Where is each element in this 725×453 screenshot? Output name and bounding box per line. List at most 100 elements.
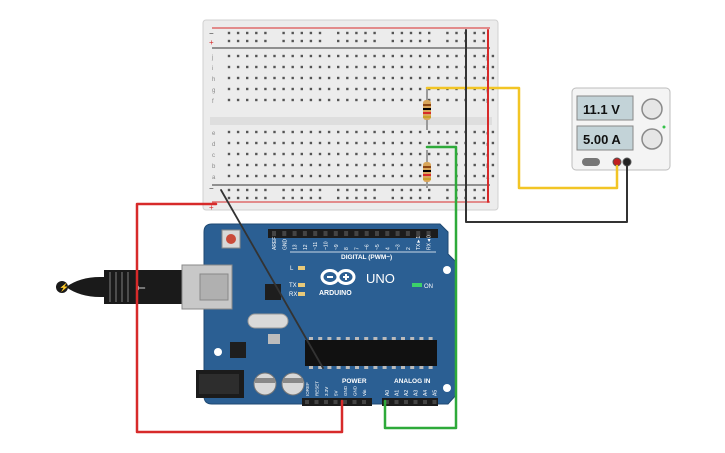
header-pin[interactable] bbox=[405, 231, 410, 236]
power-supply[interactable]: 11.1 V 5.00 A bbox=[571, 87, 671, 171]
header-pin[interactable] bbox=[413, 400, 418, 404]
breadboard-hole bbox=[309, 54, 313, 58]
header-pin[interactable] bbox=[323, 231, 328, 236]
breadboard-hole bbox=[300, 174, 303, 178]
header-pin[interactable] bbox=[343, 400, 347, 404]
breadboard-hole bbox=[291, 87, 294, 91]
breadboard-hole bbox=[473, 65, 476, 69]
breadboard-hole bbox=[291, 152, 294, 156]
breadboard-hole bbox=[337, 39, 340, 43]
breadboard-hole bbox=[473, 196, 476, 200]
capacitor-right bbox=[281, 372, 305, 396]
header-pin[interactable] bbox=[385, 400, 389, 404]
breadboard-hole bbox=[309, 188, 313, 192]
led-tx bbox=[298, 283, 305, 287]
current-knob[interactable] bbox=[641, 128, 663, 150]
breadboard-hole bbox=[482, 65, 485, 69]
breadboard-hole bbox=[255, 196, 258, 200]
header-pin[interactable] bbox=[354, 231, 359, 236]
breadboard-hole bbox=[418, 174, 422, 178]
header-pin[interactable] bbox=[362, 400, 366, 404]
header-pin[interactable] bbox=[305, 400, 309, 404]
wire-red[interactable] bbox=[135, 202, 344, 434]
breadboard-hole bbox=[473, 130, 476, 134]
breadboard-hole bbox=[282, 39, 285, 43]
row-letter: f bbox=[212, 99, 214, 105]
breadboard-hole bbox=[318, 196, 322, 200]
resistor-bottom[interactable] bbox=[423, 150, 431, 188]
chip-pin bbox=[419, 337, 424, 340]
header-pin[interactable] bbox=[313, 231, 318, 236]
breadboard-hole bbox=[337, 76, 340, 80]
header-pin[interactable] bbox=[344, 231, 349, 236]
chip-pin bbox=[410, 366, 415, 369]
wire-black-psu[interactable] bbox=[465, 165, 628, 223]
header-pin[interactable] bbox=[432, 400, 437, 404]
header-pin[interactable] bbox=[404, 400, 408, 404]
row-letter: j bbox=[211, 55, 213, 61]
breadboard-holes[interactable] bbox=[227, 31, 495, 200]
breadboard-hole bbox=[437, 54, 440, 58]
header-pin[interactable] bbox=[333, 231, 338, 236]
header-pin[interactable] bbox=[426, 231, 431, 236]
analog-header-label: ANALOG IN bbox=[394, 378, 431, 385]
wire-green[interactable] bbox=[383, 145, 458, 430]
breadboard-hole bbox=[327, 130, 331, 134]
header-pin[interactable] bbox=[394, 400, 399, 404]
header-pin[interactable] bbox=[302, 231, 307, 236]
breadboard-hole bbox=[327, 65, 331, 69]
breadboard-hole bbox=[282, 87, 285, 91]
breadboard-hole bbox=[318, 54, 322, 58]
arduino-infinity-logo bbox=[320, 269, 356, 285]
header-pin[interactable] bbox=[416, 231, 421, 236]
breadboard-hole bbox=[391, 174, 394, 178]
power-pin-label: Vin bbox=[362, 389, 367, 396]
breadboard-hole bbox=[255, 76, 258, 80]
header-pin[interactable] bbox=[423, 400, 427, 404]
resistor-top[interactable] bbox=[423, 88, 431, 130]
breadboard-hole bbox=[355, 163, 358, 167]
breadboard-hole bbox=[227, 54, 231, 58]
header-pin[interactable] bbox=[272, 231, 276, 236]
breadboard-hole bbox=[437, 65, 440, 69]
usb-cable[interactable]: ⭠ ⚡ bbox=[56, 264, 233, 310]
negative-terminal[interactable] bbox=[622, 157, 632, 167]
header-pin[interactable] bbox=[282, 231, 287, 236]
breadboard-hole bbox=[264, 188, 267, 192]
breadboard-hole bbox=[364, 76, 367, 80]
header-pin[interactable] bbox=[364, 231, 369, 236]
header-pin[interactable] bbox=[314, 400, 319, 404]
power-switch[interactable] bbox=[582, 158, 600, 166]
breadboard-hole bbox=[355, 188, 358, 192]
breadboard-hole bbox=[236, 188, 240, 192]
chip-pin bbox=[373, 337, 378, 340]
header-pin[interactable] bbox=[333, 400, 338, 404]
mounting-hole bbox=[214, 348, 222, 356]
header-pin[interactable] bbox=[385, 231, 390, 236]
breadboard-hole bbox=[491, 98, 495, 102]
voltage-knob[interactable] bbox=[641, 98, 663, 120]
digital-header[interactable] bbox=[268, 229, 438, 238]
header-pin[interactable] bbox=[375, 231, 379, 236]
breadboard-hole bbox=[236, 152, 240, 156]
power-pin-label: IOREF bbox=[305, 382, 310, 396]
header-pin[interactable] bbox=[324, 400, 328, 404]
breadboard-hole bbox=[364, 31, 367, 35]
header-pin[interactable] bbox=[395, 231, 400, 236]
breadboard-hole bbox=[400, 141, 404, 145]
usb-plug[interactable] bbox=[104, 270, 182, 304]
breadboard-hole bbox=[291, 76, 294, 80]
breadboard-hole bbox=[355, 65, 358, 69]
breadboard-hole bbox=[400, 196, 404, 200]
header-pin[interactable] bbox=[352, 400, 357, 404]
wire-black-gnd[interactable] bbox=[220, 189, 324, 369]
analog-header[interactable] bbox=[382, 398, 438, 406]
header-pin[interactable] bbox=[292, 231, 297, 236]
breadboard-hole bbox=[309, 76, 313, 80]
breadboard-hole bbox=[309, 31, 313, 35]
breadboard-hole bbox=[282, 98, 285, 102]
breadboard-hole bbox=[255, 87, 258, 91]
breadboard-hole bbox=[491, 76, 495, 80]
